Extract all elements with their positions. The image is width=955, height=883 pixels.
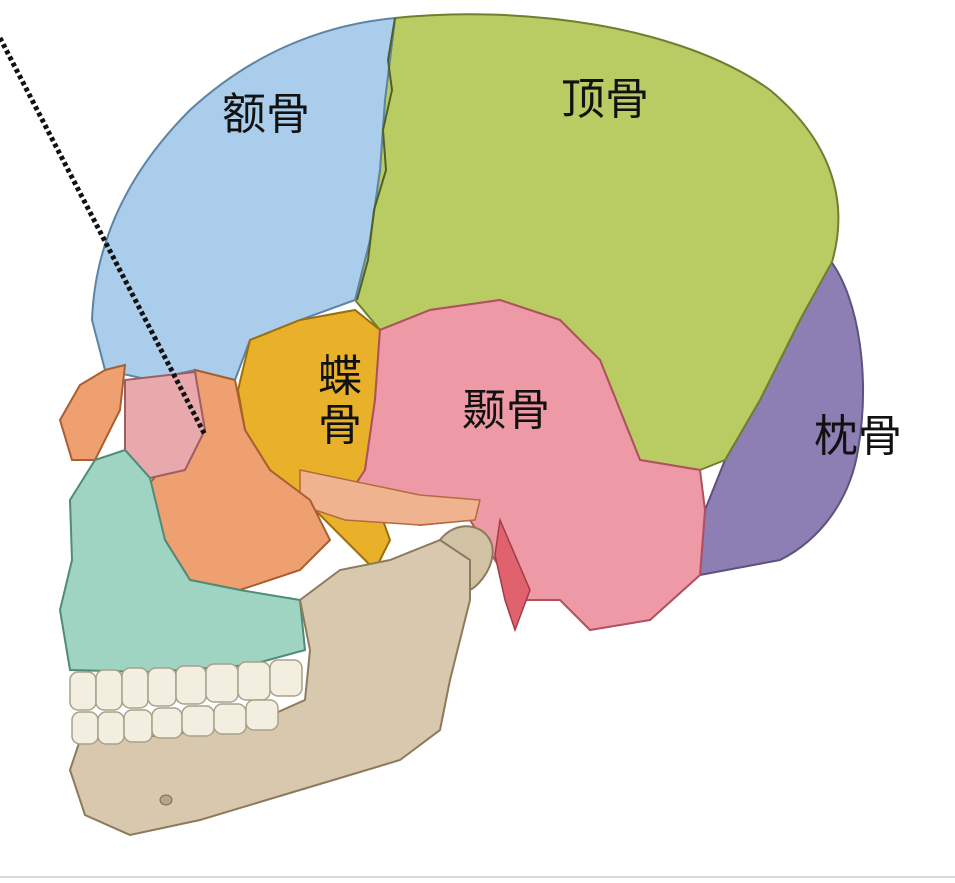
label-frontal-bone: 额骨 <box>222 93 310 137</box>
label-temporal-bone: 颞骨 <box>462 389 550 433</box>
label-occipital-bone: 枕骨 <box>814 415 902 459</box>
label-parietal-bone: 顶骨 <box>561 78 649 122</box>
bottom-divider <box>0 876 955 878</box>
nasal-bone <box>60 365 125 460</box>
label-sphenoid-bone: 蝶骨 <box>318 352 366 451</box>
mental-foramen <box>160 795 172 805</box>
